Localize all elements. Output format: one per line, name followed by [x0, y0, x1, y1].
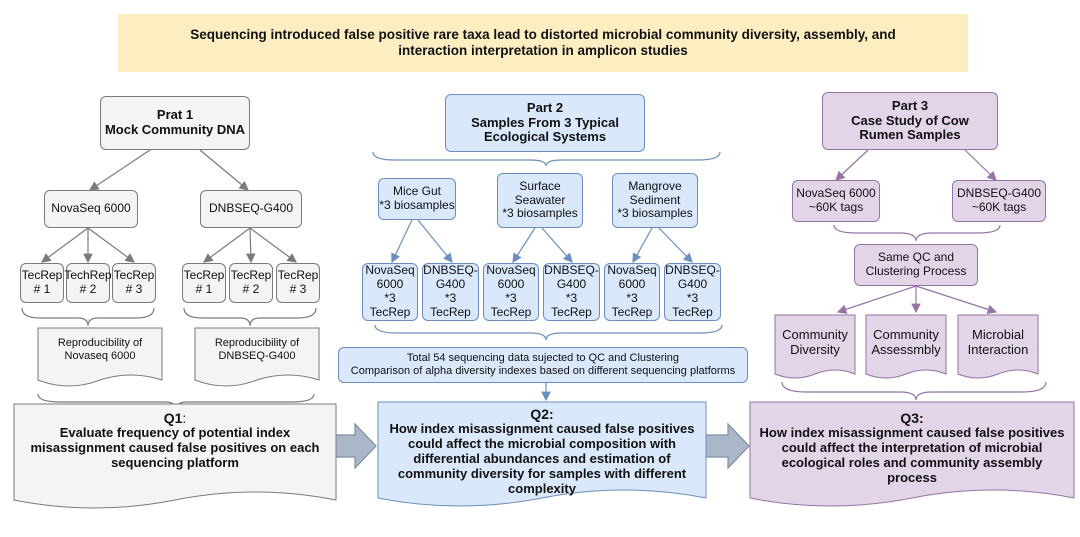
- part2-seawater-novaseq: NovaSeq 6000 *3 TecRep: [483, 263, 539, 321]
- q1-label: Q1: [163, 410, 183, 426]
- part3-platform-dnbseq: DNBSEQ-G400 ~60K tags: [952, 180, 1046, 222]
- part2-mice-dnbseq: DNBSEQ- G400 *3 TecRep: [422, 263, 479, 321]
- part3-community-diversity: Community Diversity: [782, 327, 848, 357]
- doc-shapes: [13, 314, 1075, 509]
- part1-title-box: Prat 1 Mock Community DNA: [100, 96, 250, 150]
- part1-platform-novaseq: NovaSeq 6000: [44, 190, 138, 228]
- part3-platform-novaseq: NovaSeq 6000 ~60K tags: [792, 180, 880, 222]
- part2-summary-box: Total 54 sequencing data sujected to QC …: [338, 347, 748, 383]
- diagram-title: Sequencing introduced false positive rar…: [118, 14, 968, 72]
- q2-text: How index misassignment caused false pos…: [389, 421, 695, 496]
- q2-box: Q2: How index misassignment caused false…: [378, 406, 706, 497]
- q1-text: Evaluate frequency of potential index mi…: [30, 425, 320, 470]
- q3-box: Q3: How index misassignment caused false…: [750, 410, 1074, 486]
- part2-system-mice-gut: Mice Gut *3 biosamples: [378, 178, 456, 220]
- part3-community-assembly: Community Assessmbly: [871, 327, 941, 357]
- part2-system-surface-seawater: Surface Seawater *3 biosamples: [497, 173, 583, 228]
- part1-platform-dnbseq: DNBSEQ-G400: [200, 190, 302, 228]
- block-arrow-q1-q2: [329, 422, 377, 470]
- part3-microbial-interaction: Microbial Interaction: [967, 327, 1029, 357]
- part2-system-mangrove-sediment: Mangrove Sediment *3 biosamples: [612, 173, 698, 228]
- part2-sediment-dnbseq: DNBSEQ- G400 *3 TecRep: [664, 263, 721, 321]
- part1-novaseq-tecrep-1: TecRep # 1: [20, 263, 64, 303]
- q3-label: Q3:: [900, 410, 924, 426]
- part2-title-box: Part 2 Samples From 3 Typical Ecological…: [445, 94, 645, 152]
- q3-text: How index misassignment caused false pos…: [759, 425, 1065, 485]
- q1-colon: :: [182, 410, 187, 426]
- part1-dnbseq-tecrep-1: TecRep # 1: [182, 263, 226, 303]
- part2-sediment-novaseq: NovaSeq 6000 *3 TecRep: [604, 263, 660, 321]
- block-arrow-q2-q3: [704, 422, 750, 470]
- part3-qc-process: Same QC and Clustering Process: [854, 244, 978, 286]
- q2-label: Q2:: [530, 406, 554, 422]
- part1-novaseq-tecrep-2: TechRep # 2: [64, 263, 112, 303]
- part1-reproducibility-dnbseq: Reproducibility of DNBSEQ-G400: [214, 337, 300, 362]
- part1-reproducibility-novaseq: Reproducibility of Novaseq 6000: [57, 337, 143, 362]
- part1-dnbseq-tecrep-2: TecRep # 2: [229, 263, 273, 303]
- part1-novaseq-tecrep-3: TecRep # 3: [112, 263, 156, 303]
- part2-seawater-dnbseq: DNBSEQ- G400 *3 TecRep: [543, 263, 600, 321]
- q1-box: Q1: Evaluate frequency of potential inde…: [14, 410, 336, 471]
- part2-mice-novaseq: NovaSeq 6000 *3 TecRep: [362, 263, 418, 321]
- part3-title-box: Part 3 Case Study of Cow Rumen Samples: [822, 92, 998, 150]
- part1-dnbseq-tecrep-3: TecRep # 3: [276, 263, 320, 303]
